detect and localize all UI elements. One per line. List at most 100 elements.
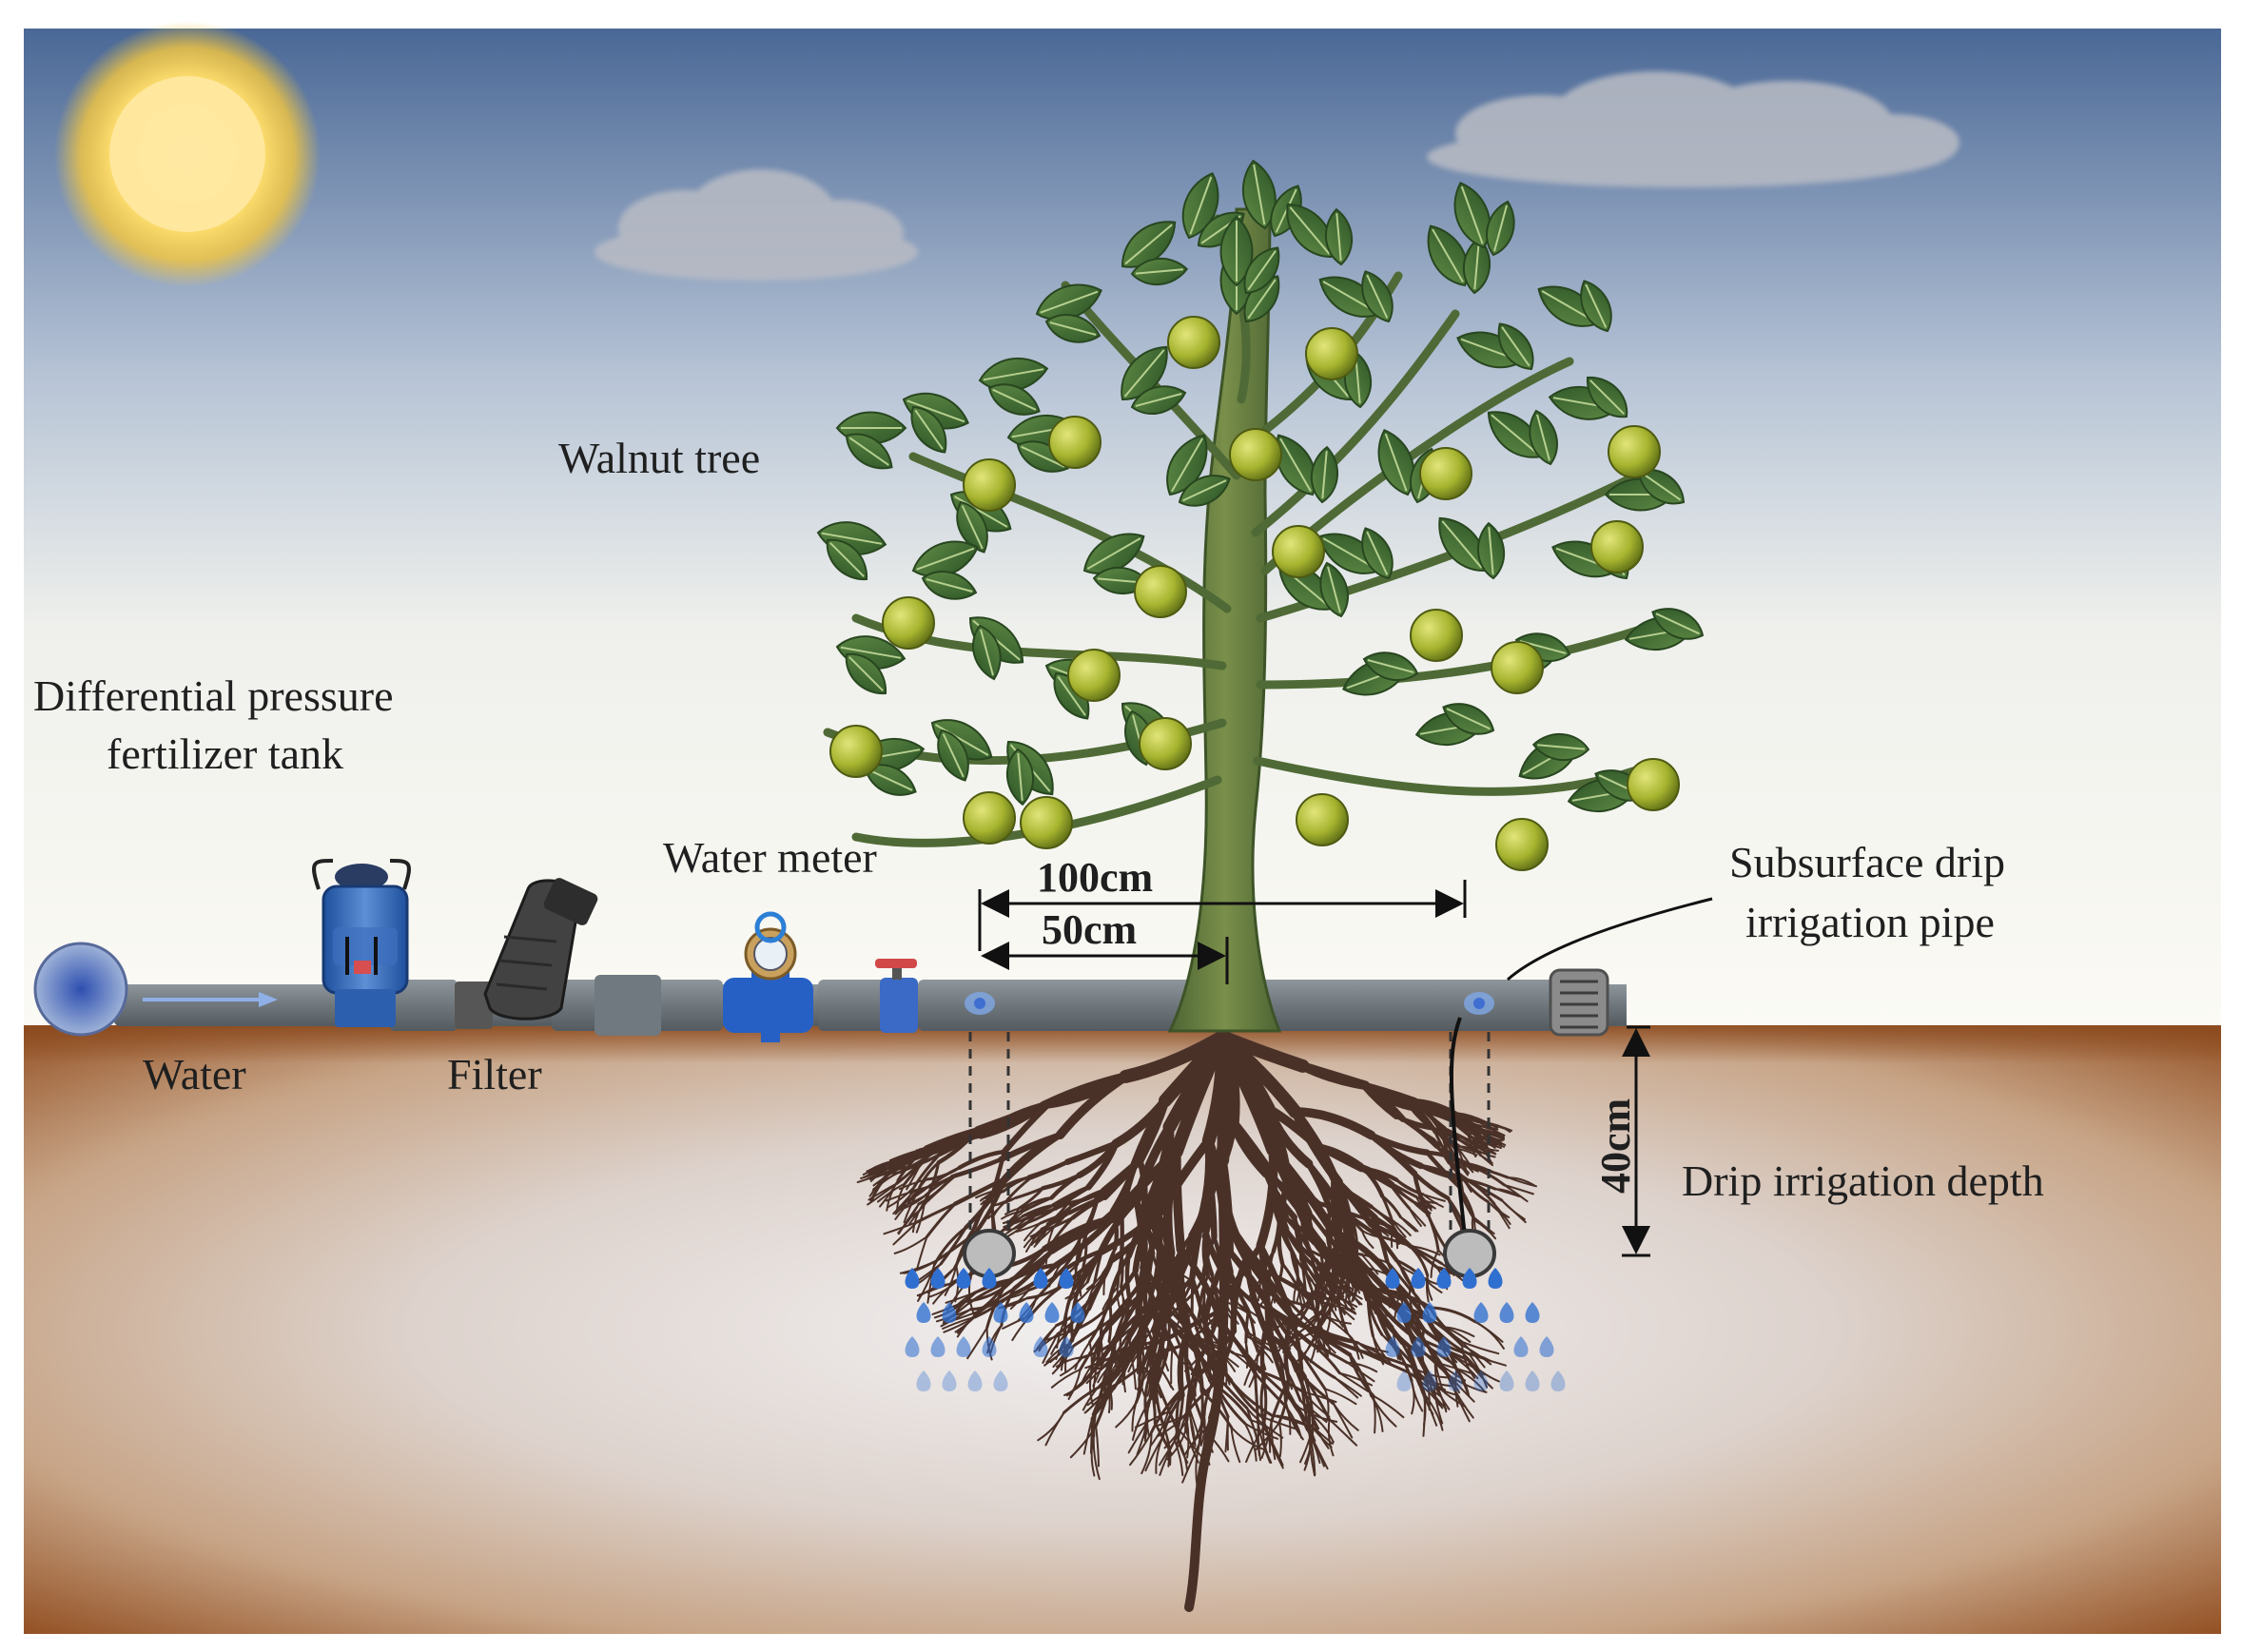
root-segment [1243,1254,1300,1326]
leaf-icon [1586,376,1628,418]
water-drop-icon [1499,1302,1514,1323]
root-segment [1184,1428,1199,1464]
root-segment [1458,1145,1483,1155]
water-drop-icon [1070,1302,1085,1323]
tap-root [1184,1032,1229,1612]
leaf-icon [1178,475,1231,507]
branch [1256,613,1679,690]
root-segment [1243,1422,1279,1440]
root-segment [1356,1349,1411,1374]
root-segment [1157,1414,1186,1437]
root-segment [1290,1248,1299,1279]
drip-tube-right [1449,1017,1491,1237]
root-segment [1321,1313,1349,1335]
root-segment [1370,1283,1394,1306]
root-segment [1002,1246,1047,1291]
branch [1251,309,1460,537]
leaf-icon [845,652,887,695]
root-segment [1308,1341,1341,1375]
root-segment [1140,1431,1153,1475]
leaf-icon [1651,608,1705,640]
water-drop-icon [1422,1302,1437,1323]
root-segment [1110,1338,1131,1365]
walnut-icon [882,596,935,650]
root-segment [1284,1215,1312,1253]
root-segment [1174,1439,1184,1477]
label-filter: Filter [447,1050,542,1098]
root-segment [1155,1379,1178,1428]
root-segment [892,1190,916,1215]
leaf-icon [1016,440,1069,473]
label-drip-pipe-line1: Subsurface drip [1729,838,2005,886]
walnut-icon [1139,717,1192,770]
root-segment [1119,1332,1123,1364]
root-segment [1338,1207,1380,1238]
root-segment [1418,1383,1434,1415]
root-segment [1095,1425,1100,1467]
leaf-icon [1243,246,1280,295]
root-segment [1394,1178,1425,1196]
root-segment [1440,1363,1461,1394]
root-segment [1337,1273,1355,1292]
root-segment [1284,1399,1292,1435]
water-drop-icon [916,1302,931,1323]
root-segment [1358,1163,1395,1187]
root-segment [1340,1264,1344,1291]
root-segment [1189,1364,1210,1397]
root-segment [1327,1418,1335,1457]
root-segment [1049,1173,1082,1200]
root-segment [1120,1254,1124,1290]
root-segment [1474,1138,1497,1156]
root-segment [1097,1337,1102,1370]
root-segment [1335,1235,1351,1267]
root-segment [1367,1219,1390,1237]
root-segment [1328,1304,1344,1328]
leaf-icon [1362,651,1419,682]
root-segment [1408,1105,1454,1123]
root-segment [1035,1248,1055,1266]
root-segment [1236,1302,1257,1324]
root-segment [1346,1361,1375,1383]
water-meter-icon [723,911,813,1042]
root-segment [1408,1207,1422,1227]
root-segment [1184,1385,1192,1431]
root-segment [1128,1304,1147,1341]
root-segment [1507,1176,1538,1188]
label-fertilizer-tank-line1: Differential pressure [33,671,394,720]
root-segment [1207,1351,1212,1385]
emitter-icon [965,992,995,1015]
root-segment [1244,1309,1250,1344]
root-segment [1155,1361,1173,1389]
root-segment [953,1156,1004,1178]
root-segment [1243,1254,1270,1335]
root-segment [1424,1150,1461,1189]
root-segment [1391,1182,1414,1203]
root-segment [1168,1338,1183,1369]
root-segment [1216,1030,1276,1116]
root-segment [1260,1415,1300,1431]
root-segment [1001,1209,1025,1220]
root-segment [993,1196,1017,1207]
water-drop-icon [967,1370,983,1391]
root-segment [1414,1195,1438,1205]
root-segment [1101,1247,1117,1275]
root-segment [1484,1121,1506,1137]
leaf-icon [1442,703,1495,735]
root-segment [1338,1371,1370,1392]
label-drip-pipe-line2: irrigation pipe [1745,898,1995,946]
root-segment [952,1176,1006,1206]
walnut-icon [1229,428,1282,481]
root-segment [915,1235,928,1272]
root-segment [1110,1209,1120,1252]
root-segment [1098,1197,1140,1254]
water-drop-icon [930,1268,946,1289]
root-segment [1092,1383,1106,1438]
root-segment [1140,1257,1148,1308]
walnut-icon [1272,525,1325,578]
root-segment [974,1102,1047,1133]
root-segment [866,1159,898,1173]
root-segment [1229,1379,1274,1417]
root-segment [894,1194,917,1220]
walnut-icon [963,791,1016,845]
emitter-icon [1464,992,1494,1015]
